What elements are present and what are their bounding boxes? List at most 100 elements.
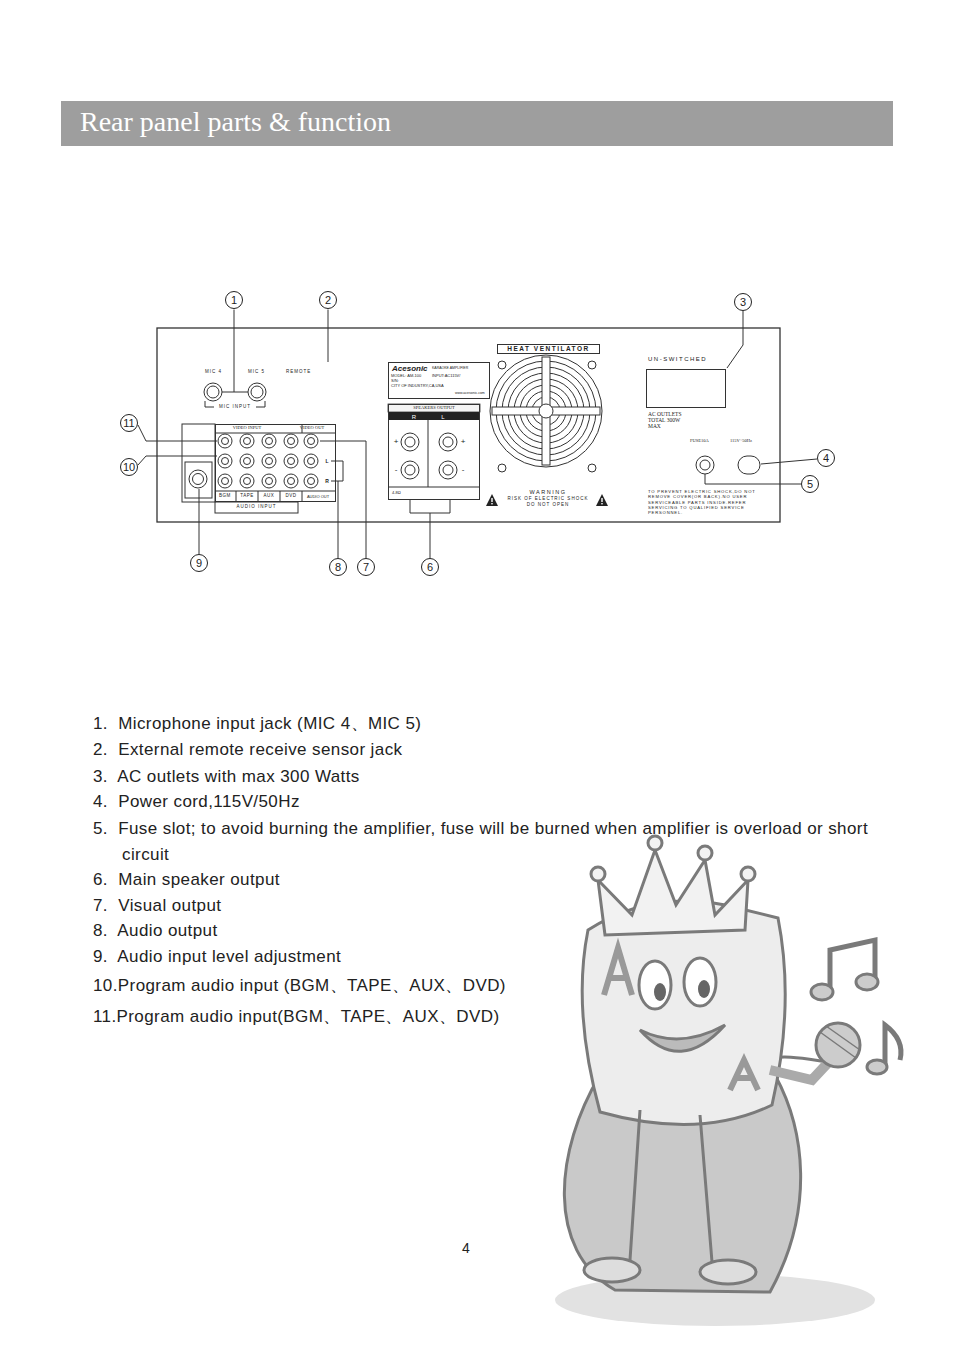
- node-text: -: [395, 466, 398, 474]
- node-text: AC OUTLETS TOTAL 300W MAX: [648, 411, 694, 429]
- list-item: 10.Program audio input (BGM、TAPE、AUX、DVD…: [93, 973, 892, 999]
- list-item: 11.Program audio input(BGM、TAPE、AUX、DVD): [93, 1004, 892, 1030]
- node-text: VIDEO OUT: [300, 426, 324, 431]
- rca-jack: [288, 438, 295, 445]
- speaker-output-box: SPEAKERS OUTPUT R L + + - - 4-8Ω: [388, 404, 480, 500]
- callout-number: 5: [801, 475, 819, 493]
- warning-text: DO NOT OPEN: [527, 503, 569, 508]
- callout-number: 2: [319, 291, 337, 309]
- node-text: -: [462, 466, 465, 474]
- rca-jack: [244, 438, 251, 445]
- list-item: 6. Main speaker output: [93, 867, 892, 893]
- callout-number: 3: [734, 293, 752, 311]
- rca-jack: [266, 438, 273, 445]
- node-text: +: [394, 438, 399, 446]
- node-text: KARAOKE AMPLIFIER: [432, 367, 468, 371]
- rca-jack: [262, 434, 276, 448]
- list-item: 3. AC outlets with max 300 Watts: [93, 764, 892, 790]
- list-item: 8. Audio output: [93, 918, 892, 944]
- rca-jack: [240, 434, 254, 448]
- callout-number: 10: [120, 458, 138, 476]
- node-text: L: [441, 414, 444, 420]
- jack-label: REMOTE: [286, 370, 311, 375]
- ac-outlet-box: UN-SWITCHEDAC OUTLETS TOTAL 300W MAX: [646, 369, 726, 408]
- list-item: 5. Fuse slot; to avoid burning the ampli…: [93, 816, 892, 868]
- node-text: VIDEO INPUT: [233, 426, 261, 431]
- group-label: MIC INPUT: [218, 405, 252, 410]
- node-text: HEAT VENTILATOR: [507, 346, 589, 353]
- list-item: 7. Visual output: [93, 893, 892, 919]
- rca-jack: [304, 434, 318, 448]
- callout-number: 6: [421, 558, 439, 576]
- node-text: R: [412, 414, 416, 420]
- node-text: 4-8Ω: [392, 491, 401, 495]
- callout-number: 1: [225, 291, 243, 309]
- callout-number: 11: [120, 414, 138, 432]
- page-title: Rear panel parts & function: [80, 108, 391, 136]
- warning-text: RISK OF ELECTRIC SHOCK: [508, 497, 589, 502]
- node-text: L: [325, 459, 328, 464]
- rca-jack: [262, 474, 276, 488]
- rca-jack: [240, 474, 254, 488]
- warning-paragraph: TO PREVENT ELECTRIC SHOCK,DO NOT REMOVE …: [648, 489, 776, 515]
- node-text: www.acesonic.com: [455, 392, 485, 396]
- node-text: AUX: [264, 494, 275, 499]
- rca-jack: [288, 478, 295, 485]
- list-item: 9. Audio input level adjustment: [93, 944, 892, 970]
- power-label: 115V~50Hz: [730, 439, 752, 444]
- rca-jack: [262, 454, 276, 468]
- jack-label: MIC 4: [205, 370, 222, 375]
- rca-jack: [266, 478, 273, 485]
- rca-jack: [218, 454, 232, 468]
- rca-jack: [240, 454, 254, 468]
- callout-number: 8: [329, 558, 347, 576]
- node-text: UN-SWITCHED: [648, 356, 707, 362]
- node-text: SPEAKERS OUTPUT: [413, 406, 454, 411]
- jack-panel-box: VIDEO INPUT VIDEO OUT L R BGM TAPE AUX DVD AUDIO…: [215, 424, 336, 502]
- callout-number: 4: [817, 449, 835, 467]
- rca-jack: [284, 474, 298, 488]
- list-item: 1. Microphone input jack (MIC 4、MIC 5): [93, 711, 892, 737]
- rca-jack: [244, 458, 251, 465]
- page-number: 4: [462, 1241, 470, 1255]
- warning-heading: WARNING: [530, 490, 567, 496]
- rca-jack: [222, 438, 229, 445]
- callout-number: 7: [357, 558, 375, 576]
- node-text: R: [325, 479, 329, 484]
- jack-label: MIC 5: [248, 370, 265, 375]
- node-text: MODEL: AM-100: [391, 374, 421, 378]
- node-text: INPUT:AC115V/: [432, 374, 460, 378]
- rca-jack: [266, 458, 273, 465]
- rca-jack: [308, 438, 315, 445]
- rca-jack: [284, 434, 298, 448]
- node-text: DVD: [285, 494, 296, 499]
- node-text: Acesonic: [392, 365, 428, 373]
- vent-label-box: HEAT VENTILATOR: [497, 344, 600, 354]
- rca-jack: [288, 458, 295, 465]
- rca-jack: [304, 474, 318, 488]
- node-text: CITY OF INDUSTRY,CA,USA: [391, 384, 444, 388]
- mascot: [555, 836, 901, 1326]
- rca-jack: [308, 478, 315, 485]
- node-text: TAPE: [240, 494, 253, 499]
- fuse-label: FUSE10A: [690, 439, 709, 444]
- list-item: 4. Power cord,115V/50Hz: [93, 789, 892, 815]
- list-item: 2. External remote receive sensor jack: [93, 737, 892, 763]
- rca-jack: [308, 458, 315, 465]
- rca-jack: [218, 474, 232, 488]
- node-text: BGM: [219, 494, 231, 499]
- node-text: +: [461, 438, 466, 446]
- callout-number: 9: [190, 554, 208, 572]
- node-text: AUDIO OUT: [307, 495, 329, 499]
- rca-jack: [222, 478, 229, 485]
- node-text: S/N:: [391, 379, 399, 383]
- rca-jack: [304, 454, 318, 468]
- rating-sticker: Acesonic KARAOKE AMPLIFIER MODEL: AM-100 IN…: [388, 362, 490, 399]
- rca-jack: [244, 478, 251, 485]
- rca-jack: [218, 434, 232, 448]
- rca-jack: [284, 454, 298, 468]
- rca-jack: [222, 458, 229, 465]
- node-text: AUDIO INPUT: [236, 505, 276, 510]
